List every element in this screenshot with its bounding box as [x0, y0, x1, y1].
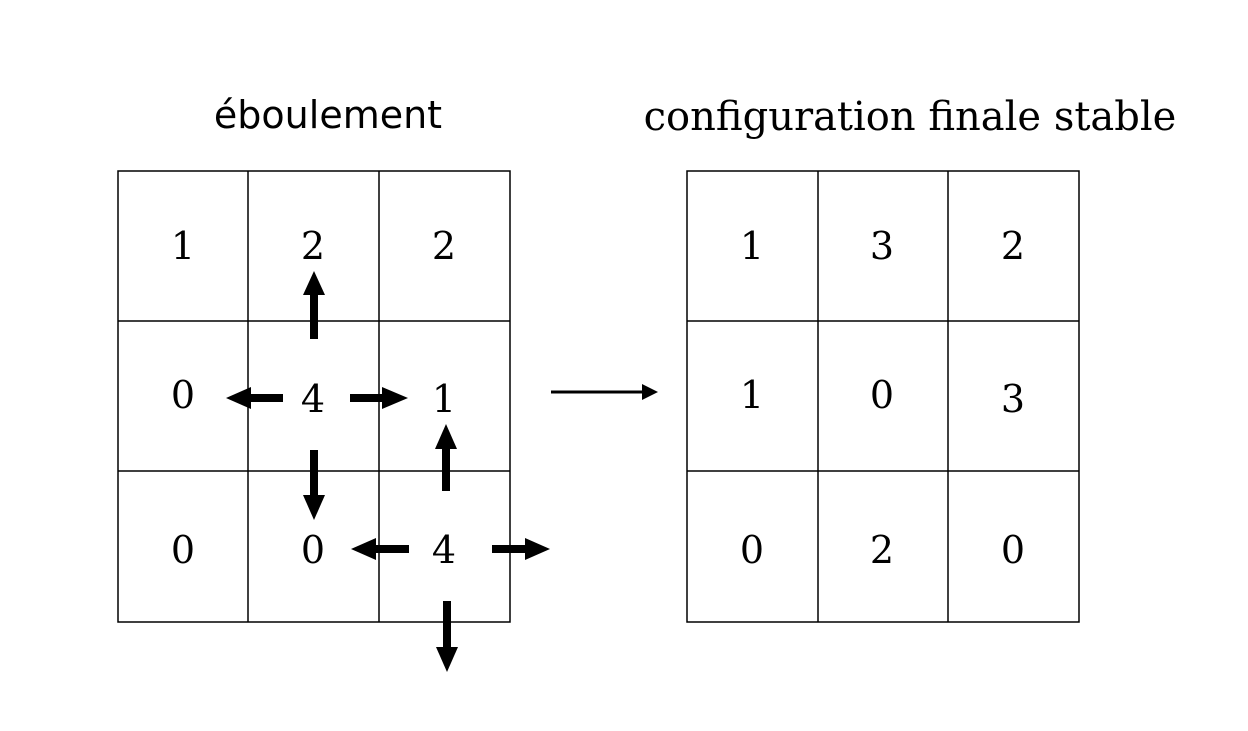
right-cell-r3-c2: 2 — [870, 528, 894, 572]
arrow-down-icon — [436, 601, 458, 672]
toppling-arrows-corner — [351, 424, 550, 672]
left-cell-r1-c3: 2 — [432, 224, 456, 268]
right-cell-r2-c2: 0 — [870, 373, 894, 417]
left-cell-r1-c1: 1 — [171, 224, 195, 268]
left-cell-r3-c2: 0 — [301, 528, 325, 572]
right-cell-r2-c1: 1 — [740, 373, 764, 417]
right-cell-r1-c2: 3 — [870, 224, 894, 268]
arrow-right-icon — [350, 387, 408, 409]
right-cell-r2-c3: 3 — [1001, 377, 1025, 421]
left-cell-r2-c2: 4 — [301, 377, 325, 421]
right-cell-r1-c3: 2 — [1001, 224, 1025, 268]
right-cell-r3-c3: 0 — [1001, 528, 1025, 572]
right-cell-r1-c1: 1 — [740, 224, 764, 268]
left-panel-title: éboulement — [214, 93, 442, 137]
arrow-right-icon — [492, 538, 550, 560]
left-cell-r3-c1: 0 — [171, 528, 195, 572]
arrow-up-icon — [303, 271, 325, 339]
right-grid: 1 3 2 1 0 3 0 2 0 — [686, 170, 1080, 623]
right-panel-title: configuration finale stable — [644, 94, 1177, 140]
left-grid: 1 2 2 0 4 1 0 0 4 — [117, 170, 511, 623]
left-cell-r3-c3: 4 — [432, 528, 456, 572]
left-cell-r2-c1: 0 — [171, 373, 195, 417]
arrow-left-icon — [351, 538, 409, 560]
arrow-up-icon — [435, 424, 457, 491]
right-cell-r3-c1: 0 — [740, 528, 764, 572]
transition-arrow-icon — [551, 384, 658, 400]
arrow-down-icon — [303, 450, 325, 520]
toppling-arrows-center — [226, 271, 408, 520]
left-cell-r2-c3: 1 — [432, 377, 456, 421]
arrow-left-icon — [226, 387, 283, 409]
left-grid-border — [117, 170, 511, 623]
left-cell-r1-c2: 2 — [301, 224, 325, 268]
right-grid-border — [686, 170, 1080, 623]
